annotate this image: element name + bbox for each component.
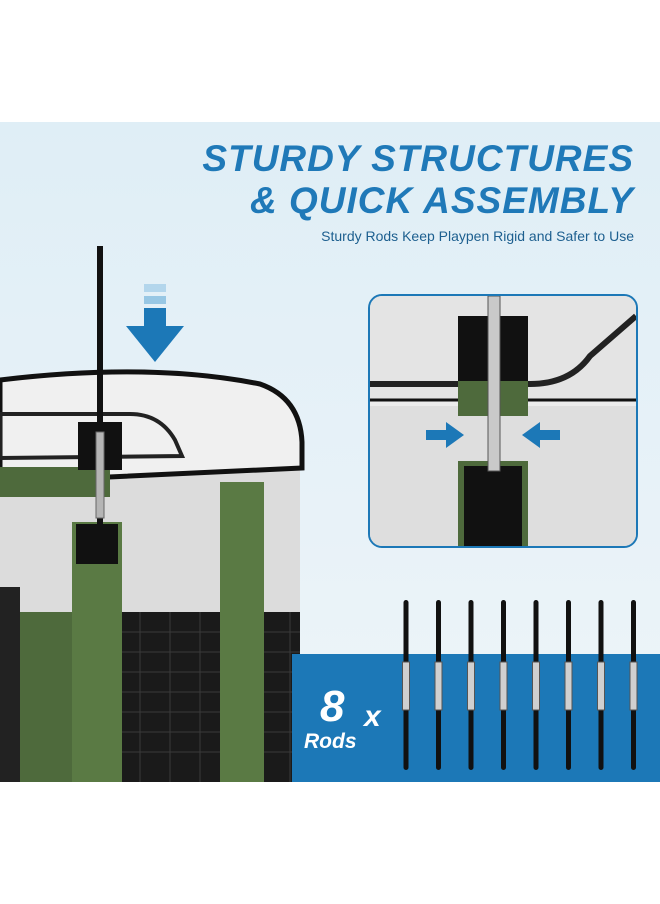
rod-count-unit: Rods [304, 730, 357, 753]
rod-detail-illustration [370, 296, 636, 546]
headline: STURDY STRUCTURES & QUICK ASSEMBLY [202, 138, 634, 222]
rod-icon [467, 600, 475, 770]
headline-line-1: STURDY STRUCTURES [202, 138, 634, 179]
headline-line-2: & QUICK ASSEMBLY [250, 180, 634, 221]
rod-icon [434, 600, 443, 770]
assembly-detail-inset [368, 294, 638, 548]
rod-icon [629, 600, 638, 770]
product-panel: STURDY STRUCTURES & QUICK ASSEMBLY Sturd… [0, 122, 660, 782]
rod-icon [402, 600, 410, 770]
rod-icon [564, 600, 573, 770]
arrow-left-icon [522, 422, 560, 448]
rod-icon [499, 600, 508, 770]
playpen-illustration [0, 246, 305, 782]
rod-icon [532, 600, 540, 770]
arrow-right-icon [426, 422, 464, 448]
rod-count-multiplier: x [364, 700, 381, 733]
rods-illustration [402, 600, 638, 770]
rod-count: 8 [320, 682, 345, 731]
arrow-down-icon [126, 284, 184, 362]
headline-subtitle: Sturdy Rods Keep Playpen Rigid and Safer… [321, 228, 634, 244]
rod-icon [597, 600, 605, 770]
